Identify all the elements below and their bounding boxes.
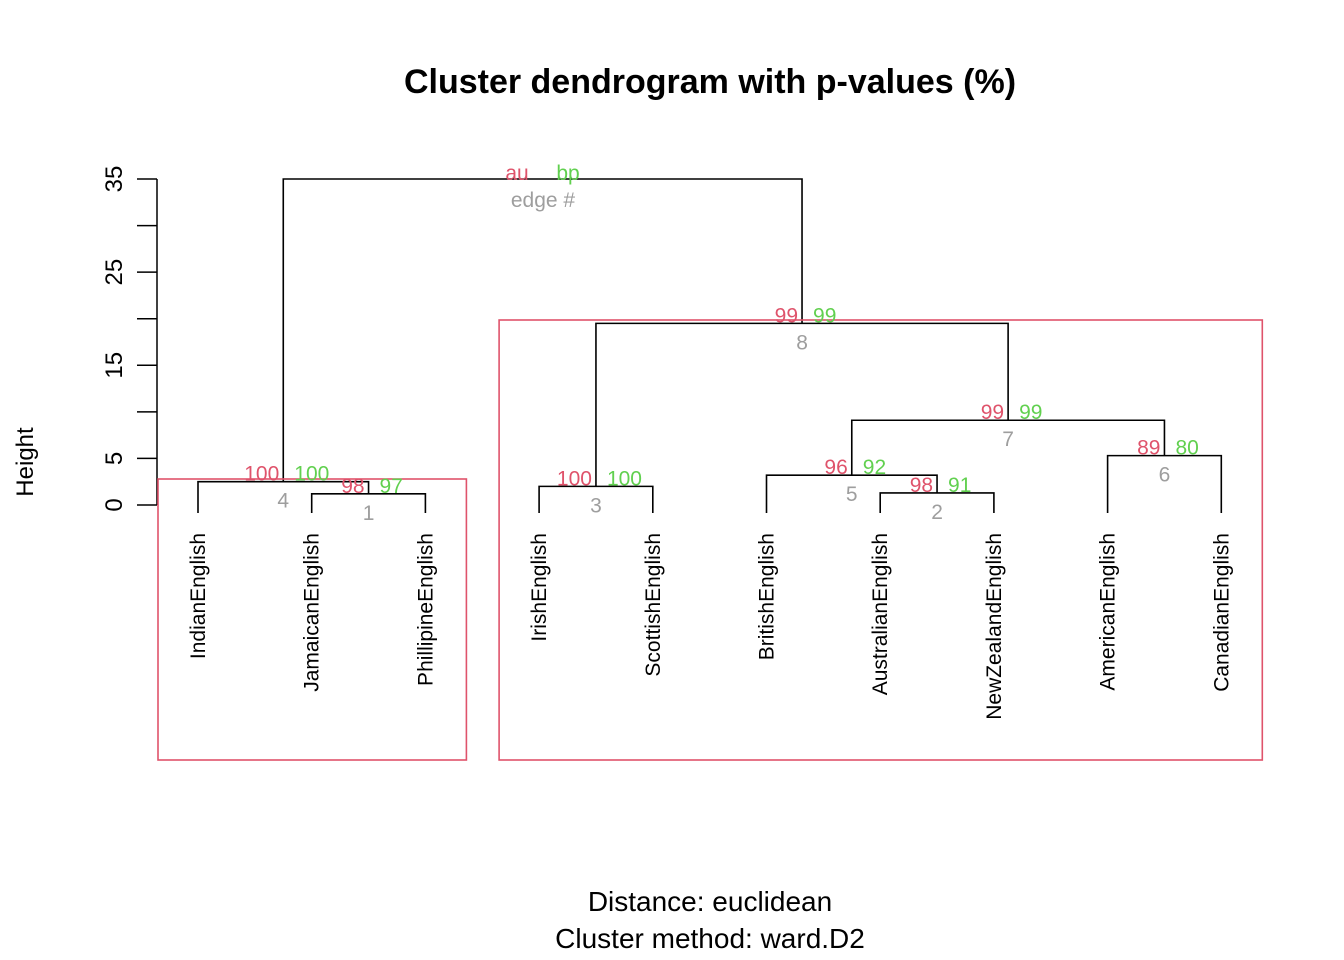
- au-value-edge-7: 99: [981, 401, 1004, 424]
- cluster-rect-1: [157, 478, 468, 761]
- leaf-label: IrishEnglish: [528, 533, 551, 642]
- chart-title: Cluster dendrogram with p-values (%): [404, 63, 1016, 101]
- dendrogram-link-edge-9: [282, 178, 803, 482]
- bp-value-edge-1: 97: [380, 475, 403, 498]
- bp-value-edge-3: 100: [607, 467, 642, 490]
- legend-au-label: au: [505, 162, 528, 185]
- edge-number-5: 5: [846, 483, 858, 506]
- leaf-label: BritishEnglish: [756, 533, 779, 660]
- edge-number-2: 2: [931, 501, 943, 524]
- edge-number-4: 4: [277, 490, 289, 513]
- edge-number-6: 6: [1159, 464, 1171, 487]
- legend-edge-label: edge #: [511, 189, 576, 212]
- dendrogram-links: [197, 178, 1223, 513]
- cluster-highlight-rects: [157, 319, 1264, 761]
- y-tick-label: 15: [101, 352, 128, 379]
- leaf-label: JamaicanEnglish: [301, 533, 324, 692]
- au-value-edge-4: 100: [244, 463, 279, 486]
- y-axis-label: Height: [12, 427, 39, 497]
- leaf-label: AmericanEnglish: [1097, 533, 1120, 691]
- au-value-edge-8: 99: [775, 304, 798, 327]
- au-value-edge-6: 89: [1137, 437, 1160, 460]
- y-tick-label: 0: [101, 498, 128, 511]
- y-tick-label: 25: [101, 259, 128, 286]
- leaf-label: NewZealandEnglish: [983, 533, 1006, 720]
- distance-label: Distance: euclidean: [588, 886, 832, 917]
- bp-value-edge-8: 99: [813, 304, 836, 327]
- leaf-label: PhillipineEnglish: [414, 533, 437, 686]
- edge-number-8: 8: [796, 331, 808, 354]
- y-axis: 0 5 15 25 35: [101, 166, 158, 512]
- y-tick-label: 35: [101, 166, 128, 193]
- cluster-rect-2: [498, 319, 1264, 761]
- leaf-label: CanadianEnglish: [1210, 533, 1233, 692]
- leaf-labels: IndianEnglish JamaicanEnglish PhillipineEn…: [187, 533, 1233, 720]
- bp-value-edge-2: 91: [948, 474, 971, 497]
- au-value-edge-5: 96: [824, 456, 847, 479]
- legend-bp-label: bp: [556, 162, 579, 185]
- y-tick-label: 5: [101, 452, 128, 465]
- leaf-label: IndianEnglish: [187, 533, 210, 659]
- edge-number-7: 7: [1002, 428, 1014, 451]
- au-value-edge-2: 98: [910, 474, 933, 497]
- dendrogram-link-edge-1: [310, 493, 427, 513]
- au-value-edge-1: 98: [341, 475, 364, 498]
- bp-value-edge-4: 100: [294, 463, 329, 486]
- legend: au bp edge #: [505, 162, 579, 212]
- edge-number-3: 3: [590, 494, 602, 517]
- edge-number-1: 1: [363, 502, 375, 525]
- bp-value-edge-6: 80: [1175, 437, 1198, 460]
- leaf-label: ScottishEnglish: [642, 533, 665, 677]
- leaf-label: AustralianEnglish: [869, 533, 892, 695]
- cluster-method-label: Cluster method: ward.D2: [555, 923, 865, 954]
- bp-value-edge-5: 92: [863, 456, 886, 479]
- au-value-edge-3: 100: [557, 467, 592, 490]
- bp-value-edge-7: 99: [1019, 401, 1042, 424]
